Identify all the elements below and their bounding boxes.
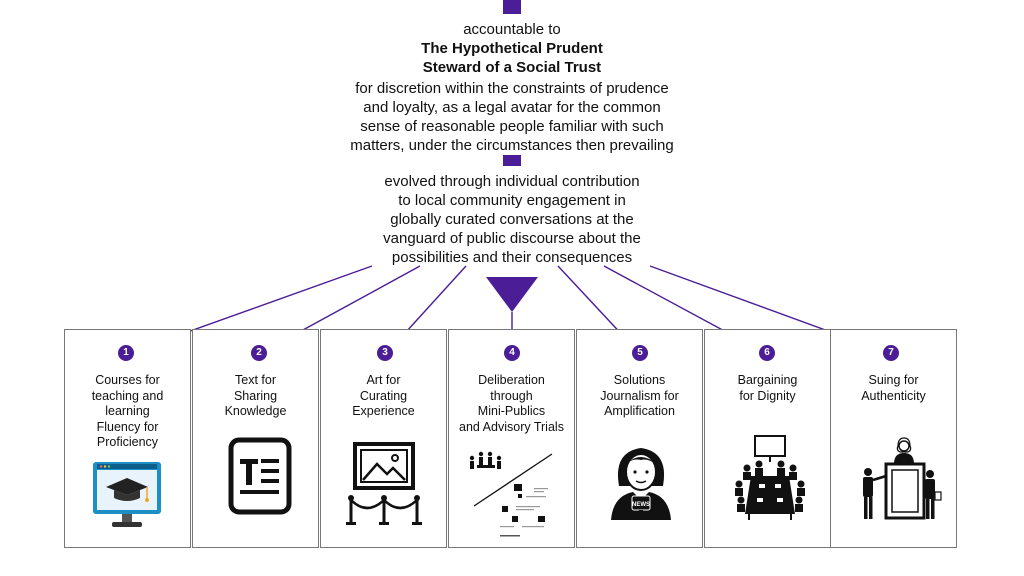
steward-title: The Hypothetical Prudent Steward of a So… [262, 39, 762, 77]
discretion-text: for discretion within the constraints of… [262, 79, 762, 155]
label-line: Deliberation [478, 373, 545, 387]
negotiation-table-icon [735, 435, 805, 520]
card-deliberation [448, 329, 575, 548]
card-number-badge: 2 [251, 345, 267, 361]
down-arrow [486, 277, 538, 312]
label-line: Experience [352, 404, 415, 418]
body-line: evolved through individual contribution [384, 173, 640, 190]
card-art [320, 329, 447, 548]
deliberation-diagram-icon [469, 451, 553, 537]
body-line: to local community engagement in [398, 192, 626, 209]
svg-text:NEWS: NEWS [632, 502, 650, 508]
card-number-badge: 6 [759, 345, 775, 361]
label-line: and Advisory Trials [459, 419, 564, 434]
accountable-line: accountable to [463, 21, 561, 38]
body-line: globally curated conversations at the [390, 211, 634, 228]
label-line: Authenticity [861, 388, 926, 403]
body-line: possibilities and their consequences [391, 249, 633, 266]
label-line: Journalism for [600, 388, 679, 403]
card-label: Deliberation through Mini-Publics and Ad… [448, 373, 575, 435]
card-label: Courses for teaching and learning Fluenc… [64, 373, 191, 451]
card-label: Suing for Authenticity [830, 373, 957, 404]
body-line: matters, under the circumstances then pr… [350, 137, 674, 154]
body-line: for discretion within the constraints of… [355, 80, 669, 97]
label-line: Bargaining [737, 373, 798, 387]
evolution-text: evolved through individual contribution … [262, 172, 762, 267]
news-reporter-icon: NEWS [611, 448, 671, 520]
text-document-icon [228, 437, 292, 515]
laptop-graduation-cap-icon [93, 462, 161, 527]
courtroom-icon [863, 437, 942, 520]
body-line: vanguard of public discourse about the [383, 230, 641, 247]
label-line: Fluency for [96, 419, 159, 434]
card-number-badge: 5 [632, 345, 648, 361]
body-line: and loyalty, as a legal avatar for the c… [363, 99, 661, 116]
card-label: Text for Sharing Knowledge [192, 373, 319, 420]
label-line: Curating [359, 388, 408, 403]
label-line: Text for [235, 373, 276, 387]
label-line: Mini-Publics [477, 404, 546, 418]
title-line: Steward of a Social Trust [422, 59, 602, 76]
card-label: Bargaining for Dignity [704, 373, 831, 404]
label-line: Courses for [95, 373, 160, 387]
label-line: Amplification [604, 404, 675, 418]
label-line: Proficiency [96, 435, 159, 449]
label-line: Knowledge [224, 404, 287, 418]
label-line: learning [105, 404, 150, 418]
top-square [503, 0, 521, 14]
card-number-badge: 4 [504, 345, 520, 361]
card-number-badge: 1 [118, 345, 134, 361]
framed-picture-icon [346, 442, 422, 525]
card-number-badge: 7 [883, 345, 899, 361]
label-line: Solutions [613, 373, 666, 387]
label-line: through [490, 388, 533, 403]
label-line: Suing for [868, 373, 919, 387]
title-line: The Hypothetical Prudent [421, 40, 603, 57]
card-label: Art for Curating Experience [320, 373, 447, 420]
label-line: Art for [366, 373, 401, 387]
label-line: for Dignity [739, 388, 796, 403]
card-number-badge: 3 [377, 345, 393, 361]
card-label: Solutions Journalism for Amplification [576, 373, 703, 420]
middle-square [503, 155, 521, 166]
label-line: teaching and [91, 388, 164, 403]
body-line: sense of reasonable people familiar with… [360, 118, 664, 135]
label-line: Sharing [233, 388, 278, 403]
